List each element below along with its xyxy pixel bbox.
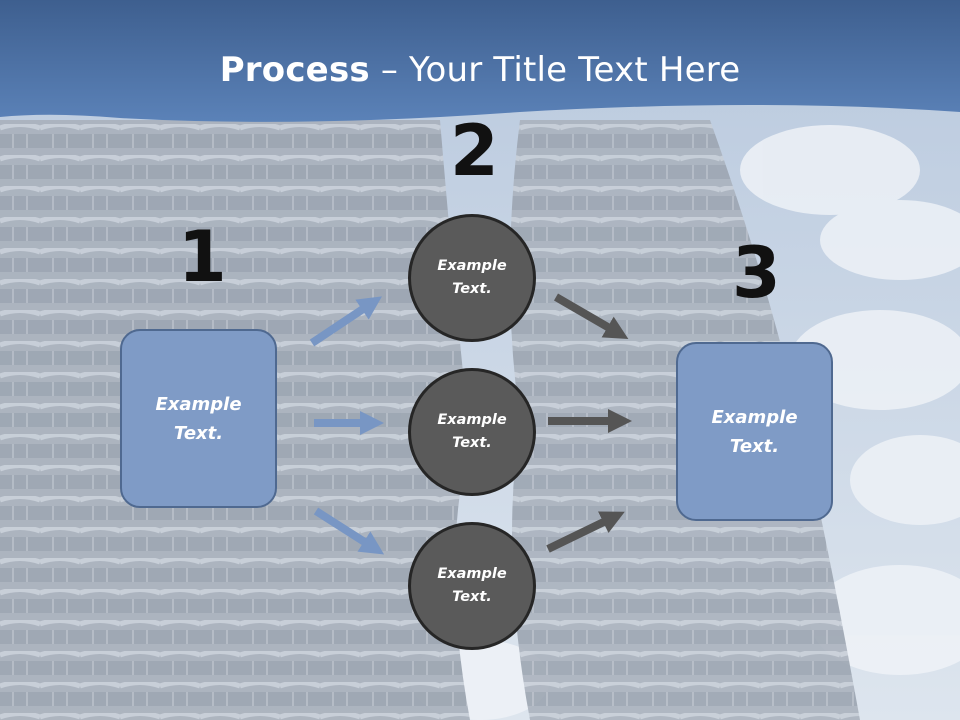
step-1-box-text: Example Text.: [155, 393, 242, 444]
step-1-box: Example Text.: [120, 329, 277, 508]
step-number-3: 3: [732, 232, 781, 314]
arrow-1-to-top: [309, 296, 382, 347]
step-2-circle-top: Example Text.: [408, 214, 536, 342]
arrow-bottom-to-3: [546, 511, 625, 553]
circle-top-text: Example Text.: [437, 258, 507, 297]
circle-middle-text: Example Text.: [437, 412, 507, 451]
step-3-box: Example Text.: [676, 342, 833, 521]
title-bold: Process: [219, 50, 370, 90]
page-title: Process – Your Title Text Here: [0, 50, 960, 90]
step-number-2: 2: [450, 110, 499, 192]
arrow-top-to-3: [553, 293, 629, 340]
step-3-box-text: Example Text.: [711, 406, 798, 457]
arrow-1-to-bottom: [313, 507, 385, 555]
title-rest: – Your Title Text Here: [369, 50, 741, 90]
step-2-circle-bottom: Example Text.: [408, 522, 536, 650]
step-2-circle-middle: Example Text.: [408, 368, 536, 496]
circle-bottom-text: Example Text.: [437, 566, 507, 605]
step-number-1: 1: [178, 216, 227, 298]
